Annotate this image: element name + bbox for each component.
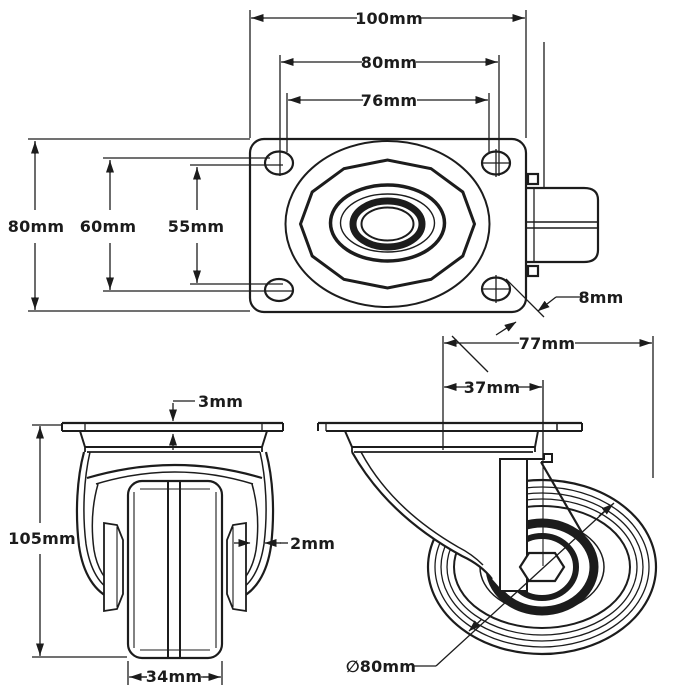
dim-overall-depth: 80mm	[8, 138, 250, 312]
side-view	[317, 380, 658, 656]
mounting-plate-outline	[248, 137, 528, 314]
axle-hex-nut	[518, 551, 566, 583]
dim-wheel-width: 34mm	[127, 661, 223, 686]
label-hole-diameter: 8mm	[578, 288, 623, 307]
dim-overall-width: 100mm	[249, 9, 527, 138]
label-overall-width: 100mm	[355, 9, 423, 28]
dim-bracket-thickness: 2mm	[234, 534, 335, 553]
dim-swivel-offset: 37mm	[444, 378, 544, 460]
wheel-front-view	[126, 479, 224, 660]
side-fork	[351, 380, 589, 592]
bolt-holes	[263, 149, 512, 303]
label-wheel-diameter: ∅80mm	[346, 657, 416, 676]
dim-hole-spacing-width: 80mm	[279, 53, 500, 176]
dim-overall-height: 105mm	[8, 424, 127, 658]
label-hole-inner-depth: 55mm	[168, 217, 224, 236]
label-hole-spacing-depth: 60mm	[80, 217, 136, 236]
front-view	[61, 421, 284, 660]
dim-hole-inner-width: 76mm	[286, 91, 490, 152]
label-hole-inner-width: 76mm	[361, 91, 417, 110]
label-wheel-width: 34mm	[146, 667, 202, 686]
label-hole-spacing-width: 80mm	[361, 53, 417, 72]
side-swivel-housing	[344, 430, 539, 453]
top-plan-view	[248, 42, 600, 373]
dim-wheel-diameter: ∅80mm	[346, 502, 615, 676]
dim-plate-thickness: 3mm	[169, 392, 243, 450]
swivel-bearing-rings	[284, 140, 491, 308]
label-overall-height: 105mm	[8, 529, 76, 548]
dim-hole-inner-depth: 55mm	[168, 164, 283, 285]
side-plate	[317, 421, 583, 432]
label-overall-depth: 80mm	[8, 217, 64, 236]
label-swivel-radius: 77mm	[519, 334, 575, 353]
dimension-annotations: 100mm 80mm 76mm	[8, 9, 654, 686]
label-swivel-offset: 37mm	[464, 378, 520, 397]
hole-tangent-tick-2	[451, 335, 489, 373]
axle-side-plates	[103, 521, 247, 613]
dim-hole-diameter: 8mm	[495, 288, 623, 336]
dim-hole-spacing-depth: 60mm	[80, 157, 294, 292]
wheel-top-view	[526, 42, 600, 278]
dim-swivel-radius: 77mm	[442, 334, 654, 478]
front-plate	[61, 421, 284, 432]
label-plate-thickness: 3mm	[198, 392, 243, 411]
label-bracket-thickness: 2mm	[290, 534, 335, 553]
